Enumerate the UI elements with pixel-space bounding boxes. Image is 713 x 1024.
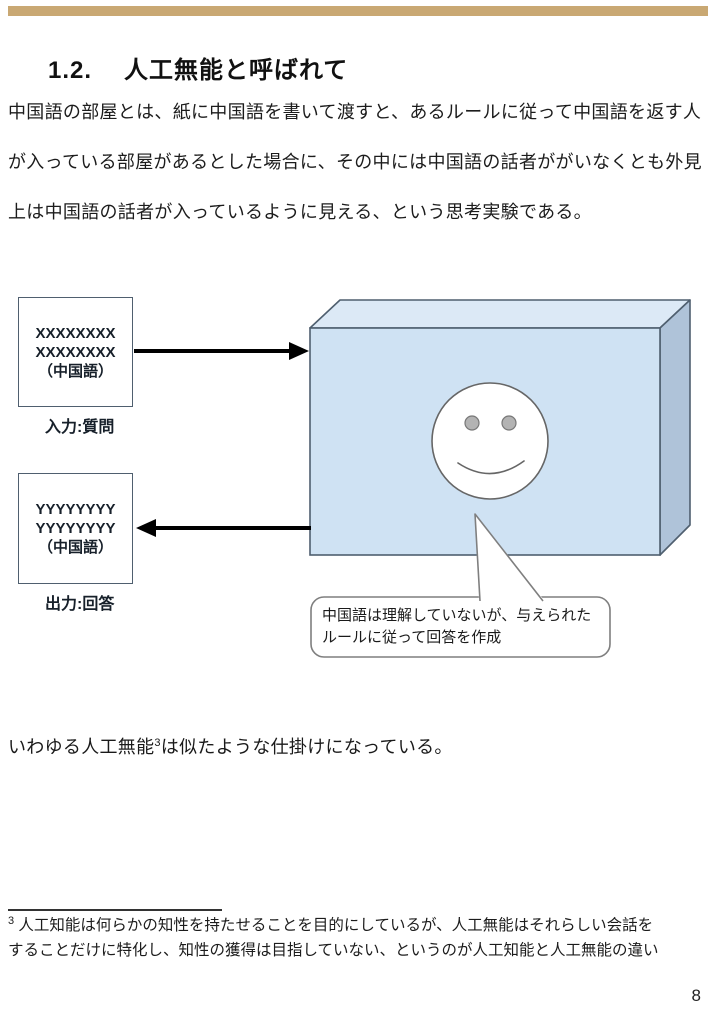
body-sentence: いわゆる人工無能3は似たような仕掛けになっている。 xyxy=(8,733,453,759)
output-arrow-head xyxy=(136,519,156,537)
speech-bubble-line: ルールに従って回答を作成 xyxy=(322,629,502,646)
footnote-reference: 3 xyxy=(154,737,161,749)
output-note-box: YYYYYYYY YYYYYYYY （中国語） xyxy=(18,473,133,584)
intro-line: 上は中国語の話者が入っているように見える、という思考実験である。 xyxy=(8,202,592,222)
smiley-mouth xyxy=(457,460,525,475)
smiley-face-icon xyxy=(431,382,549,500)
footnote-text: 人工知能は何らかの知性を持たせることを目的にしているが、人工無能はそれらしい会話… xyxy=(14,917,654,934)
speech-bubble xyxy=(310,596,611,658)
smiley-right-eye xyxy=(501,415,517,431)
input-note-line: XXXXXXXX xyxy=(35,343,116,361)
footnote-line: 3 人工知能は何らかの知性を持たせることを目的にしているが、人工無能はそれらしい… xyxy=(8,913,713,938)
output-label: 出力:回答 xyxy=(45,596,115,613)
output-note-line: YYYYYYYY xyxy=(35,501,116,518)
intro-line: 中国語の部屋とは、紙に中国語を書いて渡すと、あるルールに従って中国語を返す人 xyxy=(8,102,702,122)
input-note-line: （中国語） xyxy=(37,362,113,380)
speech-bubble-line: 中国語は理解していないが、与えられた xyxy=(322,607,592,624)
room-box-side-face xyxy=(659,299,691,556)
top-accent-bar xyxy=(8,6,708,16)
footnote-line: することだけに特化し、知性の獲得は目指していない、というのが人工知能と人工無能の… xyxy=(8,942,659,959)
intro-line: が入っている部屋があるとした場合に、その中には中国語の話者ががいなくとも外見 xyxy=(8,152,702,172)
body-sentence-pre: いわゆる人工無能 xyxy=(8,737,155,757)
intro-paragraph: 中国語の部屋とは、紙に中国語を書いて渡すと、あるルールに従って中国語を返す人 が… xyxy=(8,90,713,240)
output-note-line: （中国語） xyxy=(37,539,113,556)
page-number: 8 xyxy=(691,986,701,1005)
input-label: 入力:質問 xyxy=(45,419,115,436)
footnote-marker: 3 xyxy=(8,914,15,927)
output-note-line: YYYYYYYY xyxy=(35,520,116,537)
section-heading: 1.2. 人工無能と呼ばれて xyxy=(48,50,348,85)
input-note-line: XXXXXXXX xyxy=(35,324,116,342)
speech-bubble-tail-outline xyxy=(474,513,544,602)
footnote: 3 人工知能は何らかの知性を持たせることを目的にしているが、人工無能はそれらしい… xyxy=(8,913,713,963)
section-number: 1.2. xyxy=(48,57,93,84)
section-title: 人工無能と呼ばれて xyxy=(124,57,349,84)
input-note-box: XXXXXXXX XXXXXXXX （中国語） xyxy=(18,297,133,407)
speech-bubble-text: 中国語は理解していないが、与えられた ルールに従って回答を作成 xyxy=(322,605,607,649)
footnote-divider xyxy=(8,909,222,911)
smiley-left-eye xyxy=(464,415,480,431)
input-arrow-head xyxy=(289,342,309,360)
room-box-top-face xyxy=(309,299,691,329)
body-sentence-post: は似たような仕掛けになっている。 xyxy=(160,737,453,757)
diagram-shapes xyxy=(134,299,691,658)
